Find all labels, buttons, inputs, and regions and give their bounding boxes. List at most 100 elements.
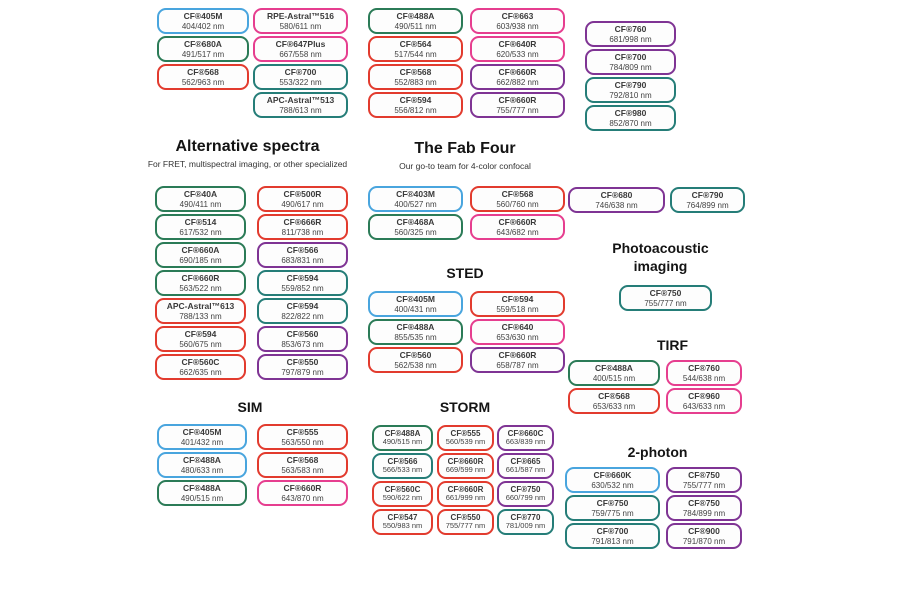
dye-name: CF®660R (447, 456, 484, 466)
dye-name: CF®40A (183, 189, 218, 200)
dye-name: CF®647Plus (275, 39, 326, 50)
dye-ex-em-range: 560/675 nm (179, 339, 222, 349)
dye-name: CF®568 (286, 455, 319, 466)
dye-ex-em-range: 755/777 nm (496, 105, 539, 115)
dye-name: CF®750 (688, 498, 720, 509)
dye-name: CF®700 (596, 526, 629, 537)
dye-name: CF®750 (596, 498, 629, 509)
dye-name: CF®405M (182, 427, 222, 438)
dye-name: CF®660R (283, 483, 322, 494)
dye-name: RPE-Astral™516 (266, 11, 335, 22)
dye-ex-em-range: 404/402 nm (181, 21, 225, 31)
dye-name: APC-Astral™613 (166, 301, 235, 312)
dye-ex-em-range: 630/532 nm (591, 480, 634, 490)
dye-name: CF®560 (399, 350, 432, 361)
dye-name: CF®790 (691, 190, 724, 201)
dye-ex-em-range: 788/133 nm (179, 311, 222, 321)
dye-ex-em-range: 755/777 nm (682, 480, 726, 490)
dye-name: CF®555 (286, 427, 319, 438)
dye-ex-em-range: 667/558 nm (279, 49, 322, 59)
dye-name: CF®660R (498, 67, 537, 78)
section-title-storm: STORM (439, 399, 491, 415)
dye-ex-em-range: 552/883 nm (394, 77, 437, 87)
dye-ex-em-range: 788/613 nm (279, 105, 322, 115)
dye-ex-em-range: 791/870 nm (682, 536, 726, 546)
dye-ex-em-range: 853/673 nm (281, 339, 324, 349)
dye-ex-em-range: 517/544 nm (394, 49, 437, 59)
dye-ex-em-range: 401/432 nm (180, 437, 224, 447)
dye-ex-em-range: 563/583 nm (281, 465, 324, 475)
dye-ex-em-range: 563/522 nm (179, 283, 222, 293)
dye-ex-em-range: 490/515 nm (180, 493, 224, 503)
dye-name: CF®488A (183, 455, 221, 466)
dye-ex-em-range: 681/998 nm (609, 34, 652, 44)
section-title-tirf: TIRF (656, 337, 689, 353)
dye-ex-em-range: 560/760 nm (496, 199, 539, 209)
dye-name: CF®488A (384, 428, 421, 438)
dye-name: CF®680A (184, 39, 222, 50)
dye-ex-em-range: 784/809 nm (609, 62, 652, 72)
dye-name: CF®560 (286, 329, 319, 340)
dye-ex-em-range: 617/532 nm (179, 227, 222, 237)
dye-name: CF®566 (387, 456, 418, 466)
dye-ex-em-range: 690/185 nm (179, 255, 222, 265)
dye-name: CF®700 (284, 67, 317, 78)
dye-ex-em-range: 792/810 nm (609, 90, 652, 100)
dye-ex-em-range: 822/822 nm (281, 311, 324, 321)
dye-ex-em-range: 559/518 nm (496, 304, 539, 314)
dye-ex-em-range: 491/517 nm (181, 49, 225, 59)
section-title-two-photon: 2-photon (627, 444, 688, 460)
dye-name: CF®568 (399, 67, 432, 78)
dye-name: CF®640 (501, 322, 534, 333)
dye-name: CF®760 (688, 363, 720, 374)
dye-ex-em-range: 480/633 nm (180, 465, 224, 475)
dye-name: CF®900 (688, 526, 720, 537)
dye-name: CF®660R (181, 273, 220, 284)
dye-name: CF®568 (501, 189, 534, 200)
dye-ex-em-range: 683/831 nm (281, 255, 324, 265)
dye-name: CF®660R (498, 95, 537, 106)
dye-ex-em-range: 791/813 nm (591, 536, 634, 546)
dye-ex-em-range: 658/787 nm (496, 360, 539, 370)
